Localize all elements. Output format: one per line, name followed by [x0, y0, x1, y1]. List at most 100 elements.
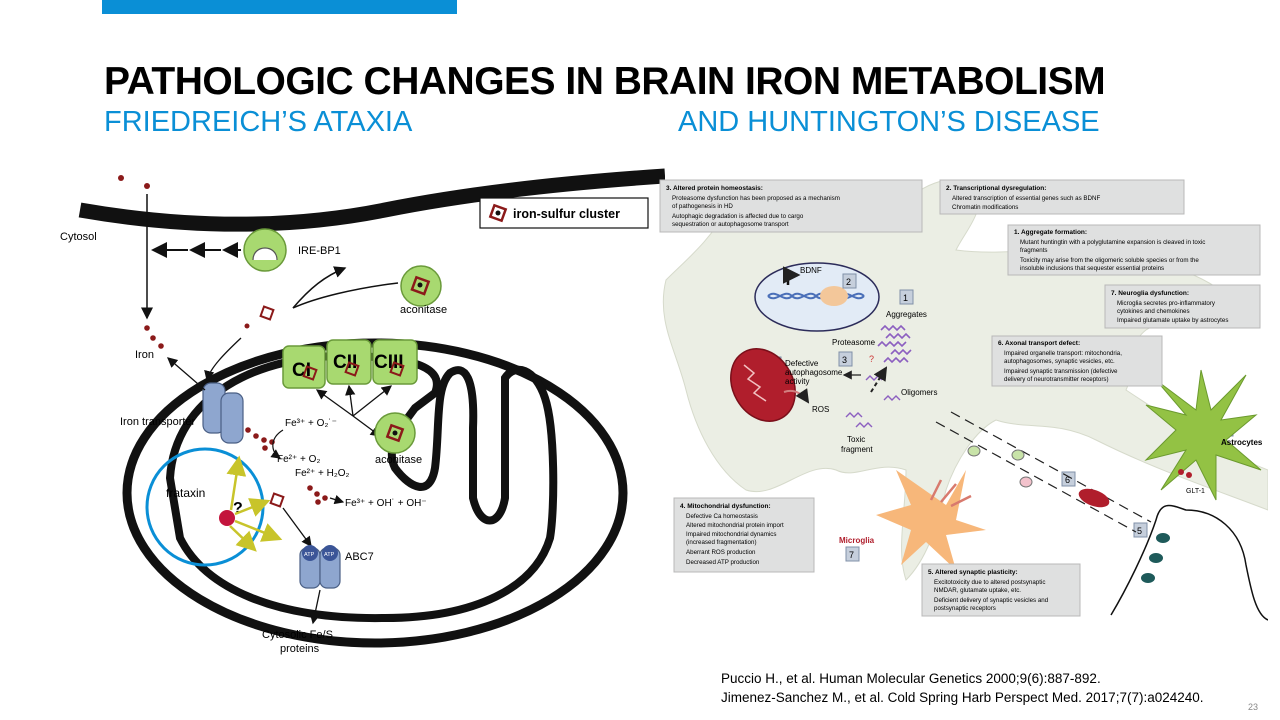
- toxic-label-1: Toxic: [847, 435, 865, 444]
- microglia-label: Microglia: [839, 536, 875, 545]
- arrow: [292, 282, 399, 309]
- svg-text:6: 6: [1065, 475, 1070, 485]
- svg-text:of pathogenesis in HD: of pathogenesis in HD: [672, 203, 733, 210]
- number-badge-2: 2: [842, 273, 857, 289]
- subtitle-friedreichs-ataxia: FRIEDREICH’S ATAXIA: [104, 106, 413, 138]
- abc7-transporter: ATP ATP: [299, 545, 341, 589]
- arrow: [229, 525, 257, 552]
- svg-text:Microglia secretes pro-inflamm: Microglia secretes pro-inflammatory: [1117, 300, 1216, 307]
- box-neuroglia-dysfunction: 7. Neuroglia dysfunction: Microglia secr…: [1104, 284, 1261, 329]
- svg-text:4. Mitochondrial dysfunction:: 4. Mitochondrial dysfunction:: [680, 503, 771, 510]
- fes-cluster-icon: [302, 361, 405, 381]
- svg-text:autophagosomes, synaptic vesic: autophagosomes, synaptic vesicles, etc.: [1004, 358, 1115, 365]
- citation-jimenez-sanchez: Jimenez-Sanchez M., et al. Cold Spring H…: [721, 690, 1204, 705]
- arrow: [204, 337, 242, 382]
- fenton-3: Fe²⁺ + H₂O₂: [295, 468, 350, 479]
- ros-label: ROS: [812, 405, 829, 414]
- citations: Puccio H., et al. Human Molecular Geneti…: [721, 669, 1204, 707]
- iron-dot: [118, 175, 124, 181]
- arrow: [282, 507, 312, 548]
- mitochondrion-hd: [730, 348, 796, 422]
- arrow: [329, 494, 345, 505]
- iron-dot: [158, 343, 164, 349]
- iron-dot: [150, 335, 156, 341]
- aggregates: [877, 324, 912, 364]
- complex-i-label: CI: [292, 360, 311, 381]
- iron-dot: [245, 427, 251, 433]
- huntingtons-disease-diagram: BDNF 1 2 3 4 5 6 7 7 Aggregates Proteaso…: [659, 179, 1268, 621]
- svg-text:cytokines and chemokines: cytokines and chemokines: [1117, 308, 1190, 315]
- mitochondrion: [122, 338, 628, 648]
- arrow: [352, 385, 393, 417]
- vesicle: [1019, 476, 1033, 488]
- atp-label-left: ATP: [304, 552, 315, 558]
- svg-text:Impaired organelle transport:: Impaired organelle transport: mitochondr…: [1004, 350, 1122, 357]
- fes-cluster-icon: [259, 305, 275, 321]
- fenton-4: Fe³⁺ + OH˙ + OH⁻: [345, 498, 427, 509]
- number-badge-1: 1: [899, 289, 914, 305]
- arrow: [870, 366, 888, 393]
- svg-text:Impaired synaptic transmission: Impaired synaptic transmission (defectiv…: [1004, 368, 1118, 375]
- defective-label-2: autophagosome: [785, 368, 843, 377]
- iron-dot: [315, 499, 321, 505]
- microglia: [876, 470, 986, 570]
- iron-transporter-label: Iron transporter: [120, 416, 196, 428]
- cytosolic-fes-label-2: proteins: [280, 643, 320, 655]
- iron-dot: [244, 323, 250, 329]
- box-axonal-transport-defect: 6. Axonal transport defect: Impaired org…: [991, 335, 1163, 387]
- box-transcriptional-dysregulation: 2. Transcriptional dysregulation: Altere…: [939, 179, 1185, 215]
- svg-text:5. Altered synaptic plasticity: 5. Altered synaptic plasticity:: [928, 569, 1018, 576]
- box-aggregate-formation: 1. Aggregate formation: Mutant huntingti…: [1007, 224, 1261, 276]
- complex-i: CI: [282, 345, 326, 389]
- iron-dot: [307, 485, 313, 491]
- svg-text:Excitotoxicity due to altered: Excitotoxicity due to altered postsynapt…: [934, 579, 1045, 586]
- cytosol-label: Cytosol: [60, 231, 97, 243]
- iron-dot: [253, 433, 259, 439]
- svg-text:2: 2: [846, 277, 851, 287]
- svg-text:2. Transcriptional dysregulati: 2. Transcriptional dysregulation:: [946, 185, 1046, 192]
- arrow: [226, 455, 247, 511]
- svg-text:Mutant huntingtin with a polyg: Mutant huntingtin with a polyglutamine e…: [1020, 239, 1205, 246]
- astrocytes-label: Astrocytes: [1221, 438, 1263, 447]
- complex-ii-label: CII: [333, 352, 357, 373]
- proteasome-label: Proteasome: [832, 338, 876, 347]
- aconitase-cytosolic-label: aconitase: [400, 304, 447, 316]
- svg-text:delivery of neurotransmitter r: delivery of neurotransmitter receptors): [1004, 376, 1109, 383]
- number-badge-7-microglia: 7: [845, 546, 860, 562]
- slide-title: PATHOLOGIC CHANGES IN BRAIN IRON METABOL…: [104, 60, 1106, 103]
- box-altered-protein-homeostasis: 3. Altered protein homeostasis: Proteaso…: [659, 179, 923, 233]
- accent-bar: [102, 0, 457, 14]
- postsynaptic-neuron: [1110, 504, 1268, 621]
- mitochondrial-aconitase: [374, 412, 416, 454]
- toxic-fragments: [845, 412, 873, 428]
- aconitase-mito-label: aconitase: [375, 454, 422, 466]
- svg-text:5: 5: [1137, 526, 1142, 536]
- iron-dot: [144, 325, 150, 331]
- oligomers-label: Oligomers: [901, 388, 937, 397]
- svg-text:sequestration or autophagosome: sequestration or autophagosome transport: [672, 221, 789, 228]
- ire-bp1-label: IRE-BP1: [298, 245, 341, 257]
- arrow: [234, 498, 271, 517]
- cytosolic-aconitase: [400, 265, 442, 307]
- iron-transporter: [202, 382, 244, 444]
- svg-text:postsynaptic receptors: postsynaptic receptors: [934, 605, 996, 612]
- number-badge-5: 5: [1133, 522, 1148, 538]
- arrow: [270, 429, 284, 459]
- svg-text:Decreased ATP production: Decreased ATP production: [686, 559, 760, 566]
- arrow: [783, 388, 810, 404]
- friedreichs-ataxia-diagram: iron-sulfur cluster Cytosol IRE-BP1 Iron…: [60, 168, 665, 655]
- page-number: 23: [1248, 702, 1259, 712]
- svg-text:7. Neuroglia dysfunction:: 7. Neuroglia dysfunction:: [1111, 290, 1189, 297]
- svg-text:3. Altered protein homeostasis: 3. Altered protein homeostasis:: [666, 185, 763, 192]
- cell-membrane: [78, 168, 665, 232]
- iron-dot: [322, 495, 328, 501]
- glt1-transporter: [1186, 472, 1192, 478]
- glt1-transporter: [1178, 469, 1184, 475]
- iron-sulfur-legend: iron-sulfur cluster: [479, 197, 649, 229]
- svg-text:NMDAR, glutamate uptake, etc.: NMDAR, glutamate uptake, etc.: [934, 587, 1021, 594]
- svg-text:6. Axonal transport defect:: 6. Axonal transport defect:: [998, 340, 1080, 347]
- arrow: [234, 519, 283, 542]
- svg-text:Altered transcription of essen: Altered transcription of essential genes…: [952, 195, 1100, 202]
- defective-label-1: Defective: [785, 359, 819, 368]
